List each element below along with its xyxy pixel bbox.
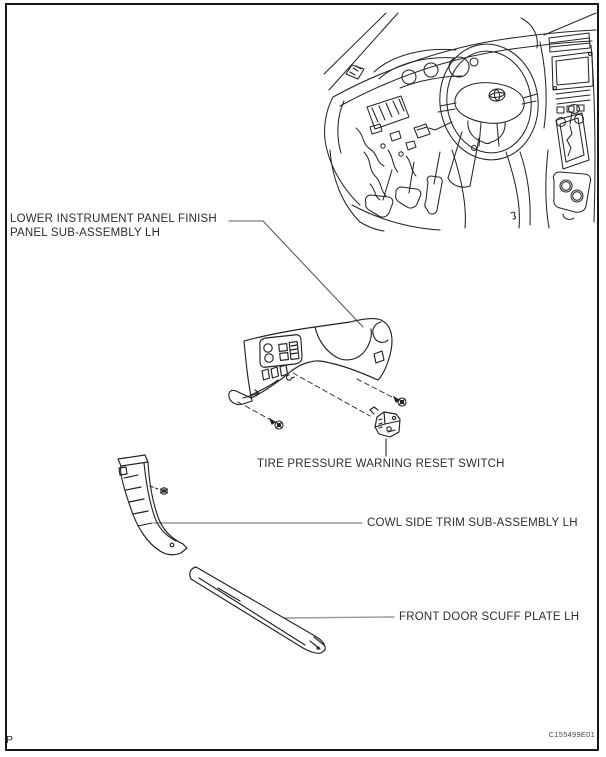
callout-lower-instrument-panel: LOWER INSTRUMENT PANEL FINISH PANEL SUB-…	[10, 212, 217, 240]
callout-lower-instrument-panel-line2: PANEL SUB-ASSEMBLY LH	[10, 227, 161, 239]
dashboard-overview-illustration	[323, 12, 597, 232]
dashed-line-to-clip	[149, 485, 159, 490]
callout-lower-instrument-panel-line1: LOWER INSTRUMENT PANEL FINISH	[10, 213, 217, 225]
tire-pressure-switch-drawing	[369, 406, 401, 438]
callout-tire-pressure-switch: TIRE PRESSURE WARNING RESET SWITCH	[257, 458, 505, 470]
leader-lines	[153, 220, 395, 619]
clip-fastener-icon	[159, 487, 169, 495]
leader-line-scuff-plate	[283, 616, 395, 619]
screw-icon	[268, 417, 284, 430]
cowl-side-trim-drawing	[117, 454, 188, 556]
callout-front-door-scuff-plate: FRONT DOOR SCUFF PLATE LH	[399, 611, 580, 623]
page-border-frame	[5, 3, 599, 751]
dashed-line-to-switch	[292, 372, 371, 417]
dashed-line-to-left-screw	[237, 401, 270, 420]
toyota-logo-icon	[488, 88, 506, 102]
screw-icon	[392, 395, 407, 407]
page-footer-letter: P	[6, 734, 14, 746]
leader-line-lower-panel	[228, 220, 364, 328]
dashed-line-to-right-screw	[356, 378, 395, 399]
callout-cowl-side-trim: COWL SIDE TRIM SUB-ASSEMBLY LH	[367, 517, 578, 529]
lower-instrument-panel-drawing	[228, 317, 395, 420]
figure-code: C155499E01	[548, 730, 595, 739]
front-door-scuff-plate-drawing	[189, 566, 326, 654]
